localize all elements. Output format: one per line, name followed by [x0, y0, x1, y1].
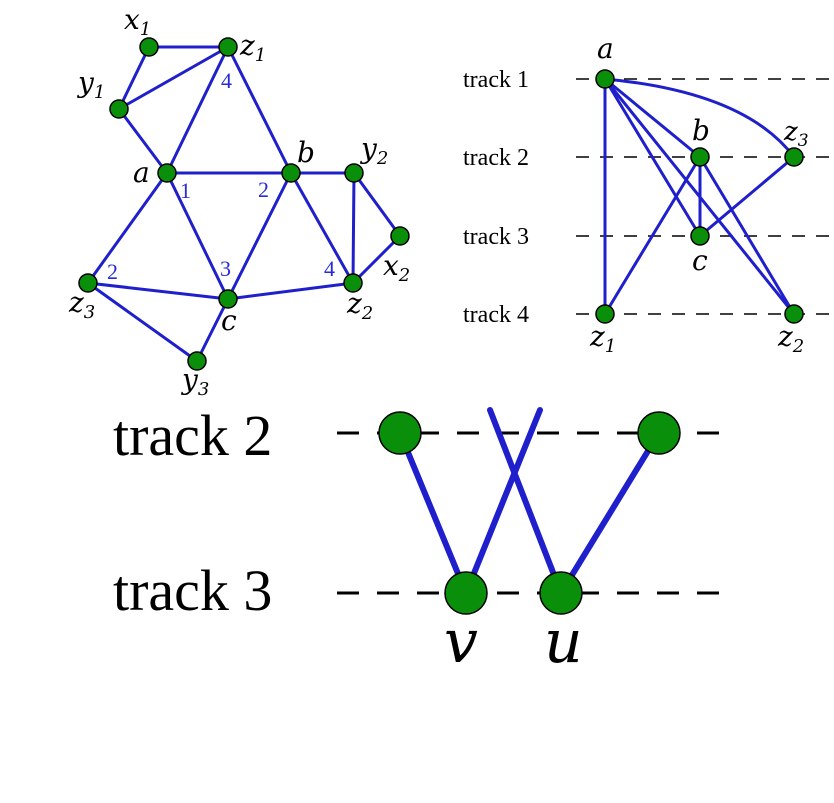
track-labels: track 1 track 2 track 3 track 4	[463, 67, 529, 328]
track-4-label: track 4	[463, 302, 529, 328]
vertex-z2	[343, 273, 363, 293]
edge-z3-c	[86, 281, 230, 301]
vertex-c	[218, 289, 238, 309]
edge-y1-a	[117, 107, 169, 175]
label-y1: y1	[76, 66, 105, 103]
label-x1: x1	[124, 3, 151, 40]
track-label-z1: z1	[589, 320, 616, 357]
label-a: a	[133, 156, 150, 189]
planar-graph-nodes	[78, 37, 410, 371]
crossing-vertex-labels: v u	[444, 607, 583, 677]
crossing-label-u: u	[544, 607, 583, 677]
crossing-edge-v-up	[463, 407, 543, 596]
label-z2: z2	[346, 287, 373, 324]
track-edge-b-z1	[603, 155, 702, 316]
planar-graph-edges	[86, 45, 402, 363]
edge-y2-z2	[351, 171, 356, 285]
label-y3: y3	[180, 363, 209, 400]
vertex-z3	[78, 273, 98, 293]
track-edge-a-c	[603, 77, 702, 238]
crossing-track-labels: track 2 track 3	[113, 403, 272, 623]
crossing-vertex-v	[444, 571, 488, 615]
track-label-z3: z3	[783, 117, 809, 151]
label-z1: z1	[239, 29, 266, 66]
track-label-b: b	[692, 114, 710, 147]
crossing-vertex-u	[539, 571, 583, 615]
edge-z3-y3	[86, 281, 199, 363]
vertex-y3	[187, 351, 207, 371]
label-z3: z3	[68, 286, 95, 323]
vertex-x2	[390, 226, 410, 246]
planar-graph-vertex-labels: x1 z1 y1 a b y2 x2 z3 c z2 y3	[68, 3, 410, 400]
vertex-y2	[344, 163, 364, 183]
track-vertex-z2	[784, 304, 804, 324]
track-vertex-z1	[595, 304, 615, 324]
track-edge-b-z2	[698, 155, 796, 316]
vertex-x1	[139, 37, 159, 57]
label-x2: x2	[383, 249, 410, 286]
track-edge-a-b	[603, 77, 702, 159]
track-edge-a-z3	[603, 77, 796, 159]
track-label-c: c	[692, 244, 708, 277]
track-3-label: track 3	[463, 224, 529, 250]
angle-label-b: 2	[258, 177, 269, 202]
track-vertex-z3	[784, 147, 804, 167]
edge-z1-a	[165, 45, 230, 175]
label-b: b	[297, 136, 315, 169]
crossing-edges	[397, 407, 662, 596]
crossing-track-3-label: track 3	[113, 558, 272, 623]
crossing-edge-left-v	[397, 430, 469, 596]
angle-label-z3: 2	[107, 259, 118, 284]
crossing-edge-u-up	[487, 407, 564, 596]
track-label-a: a	[597, 32, 614, 65]
vertex-b	[281, 163, 301, 183]
angle-label-z1: 4	[221, 68, 232, 93]
track-vertex-c	[690, 226, 710, 246]
crossing-track-2-label: track 2	[113, 403, 272, 468]
crossing-vertex-left	[378, 411, 422, 455]
edge-x1-y1	[117, 45, 151, 111]
edge-a-z3	[86, 171, 169, 285]
label-c: c	[221, 304, 237, 337]
edge-b-z2	[289, 171, 355, 285]
edge-b-c	[226, 171, 293, 301]
track-vertex-b	[690, 147, 710, 167]
edge-c-z2	[226, 281, 355, 301]
edge-x2-z2	[351, 234, 402, 285]
edge-z1-b	[226, 45, 293, 175]
vertex-y1	[109, 99, 129, 119]
track-vertex-labels: a b z3 c z1 z2	[589, 32, 809, 357]
edge-y2-x2	[352, 171, 402, 238]
planar-graph: x1 z1 y1 a b y2 x2 z3 c z2 y3 4 1 2 2 3 …	[68, 3, 410, 400]
planar-graph-angle-labels: 4 1 2 2 3 4	[107, 68, 335, 284]
vertex-a	[157, 163, 177, 183]
crossing-detail: track 2 track 3 v u	[113, 403, 722, 677]
edge-a-c	[165, 171, 230, 301]
edge-c-y3	[195, 297, 230, 363]
crossing-edge-u-right	[558, 430, 662, 596]
track-edges	[603, 77, 796, 316]
track-edge-c-z3	[698, 155, 796, 238]
track-label-z2: z2	[777, 320, 804, 357]
track-nodes	[595, 69, 804, 324]
edge-y1-z1	[117, 45, 230, 111]
angle-label-a: 1	[180, 178, 191, 203]
track-2-label: track 2	[463, 145, 529, 171]
crossing-nodes	[378, 411, 681, 615]
track-1-label: track 1	[463, 67, 529, 93]
crossing-label-v: v	[444, 607, 478, 677]
track-vertex-a	[595, 69, 615, 89]
label-y2: y2	[359, 132, 388, 169]
angle-label-c: 3	[220, 256, 231, 281]
track-layout: track 1 track 2 track 3 track 4 a	[463, 32, 834, 357]
angle-label-z2: 4	[324, 256, 335, 281]
vertex-z1	[218, 37, 238, 57]
crossing-vertex-right	[637, 411, 681, 455]
